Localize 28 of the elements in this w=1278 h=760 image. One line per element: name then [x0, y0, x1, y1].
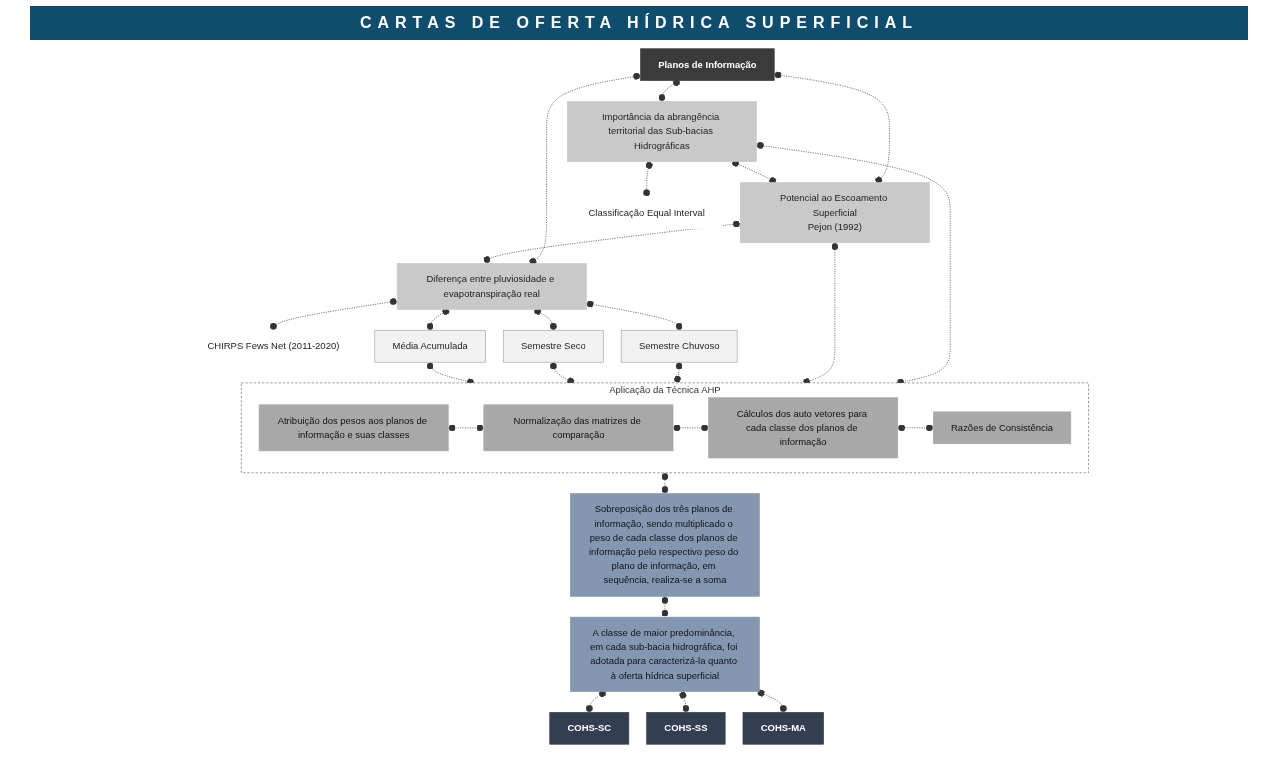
node-box: Semestre Chuvoso — [620, 329, 738, 363]
node-text: CHIRPS Fews Net (2011-2020) — [207, 340, 340, 351]
connector — [673, 361, 683, 384]
node-box: A classe de maior predominância, em cada sub-bacia hidrográfica, foi adotada para caracterizá-la quanto à oferta hídrica superficial — [569, 616, 760, 692]
connector — [679, 691, 690, 713]
node-box: Média Acumulada — [374, 329, 486, 363]
node-box: Potencial ao Escoamento Superficial Pejon (1992) — [739, 182, 930, 243]
node-box: COHS-SS — [646, 712, 726, 745]
connector — [661, 596, 669, 618]
node-box: Razões de Consistência — [932, 411, 1071, 445]
node-box: Sobreposição dos três planos de informação, sendo multiplicado o peso de cada classe dos planos de informação pelo respectivo peso do plano de informação, em sequência, realiza-se a soma — [569, 493, 760, 597]
connector — [757, 689, 787, 713]
node-box: Semestre Seco — [502, 329, 604, 363]
connector — [642, 161, 653, 197]
node-box: Cálculos dos auto vetores para cada classe dos planos de informação — [708, 397, 898, 459]
connector — [897, 424, 934, 432]
node-box: Normalização das matrizes de comparação — [483, 404, 674, 452]
diagram-title: CARTAS DE OFERTA HÍDRICA SUPERFICIAL — [30, 6, 1248, 40]
node-box: COHS-SC — [549, 712, 629, 745]
node-box: Importância da abrangência territorial das Sub-bacias Hidrográficas — [566, 101, 757, 162]
connector — [658, 79, 680, 102]
connector — [585, 690, 606, 713]
connector — [661, 472, 669, 494]
node-box: Atribuição dos pesos aos planos de informação e suas classes — [258, 404, 449, 452]
node-box: Planos de Informação — [639, 48, 775, 81]
node-text: Classificação Equal Interval — [588, 207, 705, 218]
node-box: COHS-MA — [742, 712, 824, 745]
node-box: Diferença entre pluviosidade e evapotranspiração real — [396, 263, 587, 310]
